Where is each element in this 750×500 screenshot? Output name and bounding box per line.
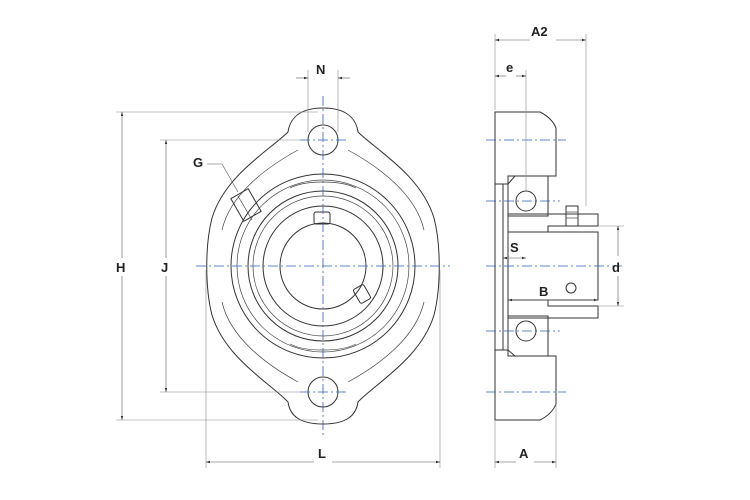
- dim-label-g: G: [193, 155, 203, 170]
- dim-label-h: H: [116, 260, 125, 275]
- grease-nipple: [230, 188, 262, 222]
- set-screw-side: [353, 284, 371, 304]
- sleeve-set-screw: [565, 205, 579, 227]
- dim-label-e: e: [506, 60, 513, 75]
- side-dimensions: A2 e S B d A: [494, 24, 624, 468]
- dim-label-j: J: [161, 260, 168, 275]
- dim-label-s: S: [510, 240, 519, 255]
- dim-label-d: d: [612, 260, 620, 275]
- side-section-view: [486, 111, 624, 421]
- dim-label-a: A: [519, 446, 529, 461]
- front-dimensions: N G H J L: [116, 62, 441, 468]
- set-screw-top: [313, 211, 331, 225]
- dim-label-n: N: [316, 62, 325, 77]
- dim-label-a2: A2: [531, 24, 548, 39]
- dim-label-b: B: [539, 284, 548, 299]
- dim-label-l: L: [318, 446, 326, 461]
- front-view: [196, 96, 450, 436]
